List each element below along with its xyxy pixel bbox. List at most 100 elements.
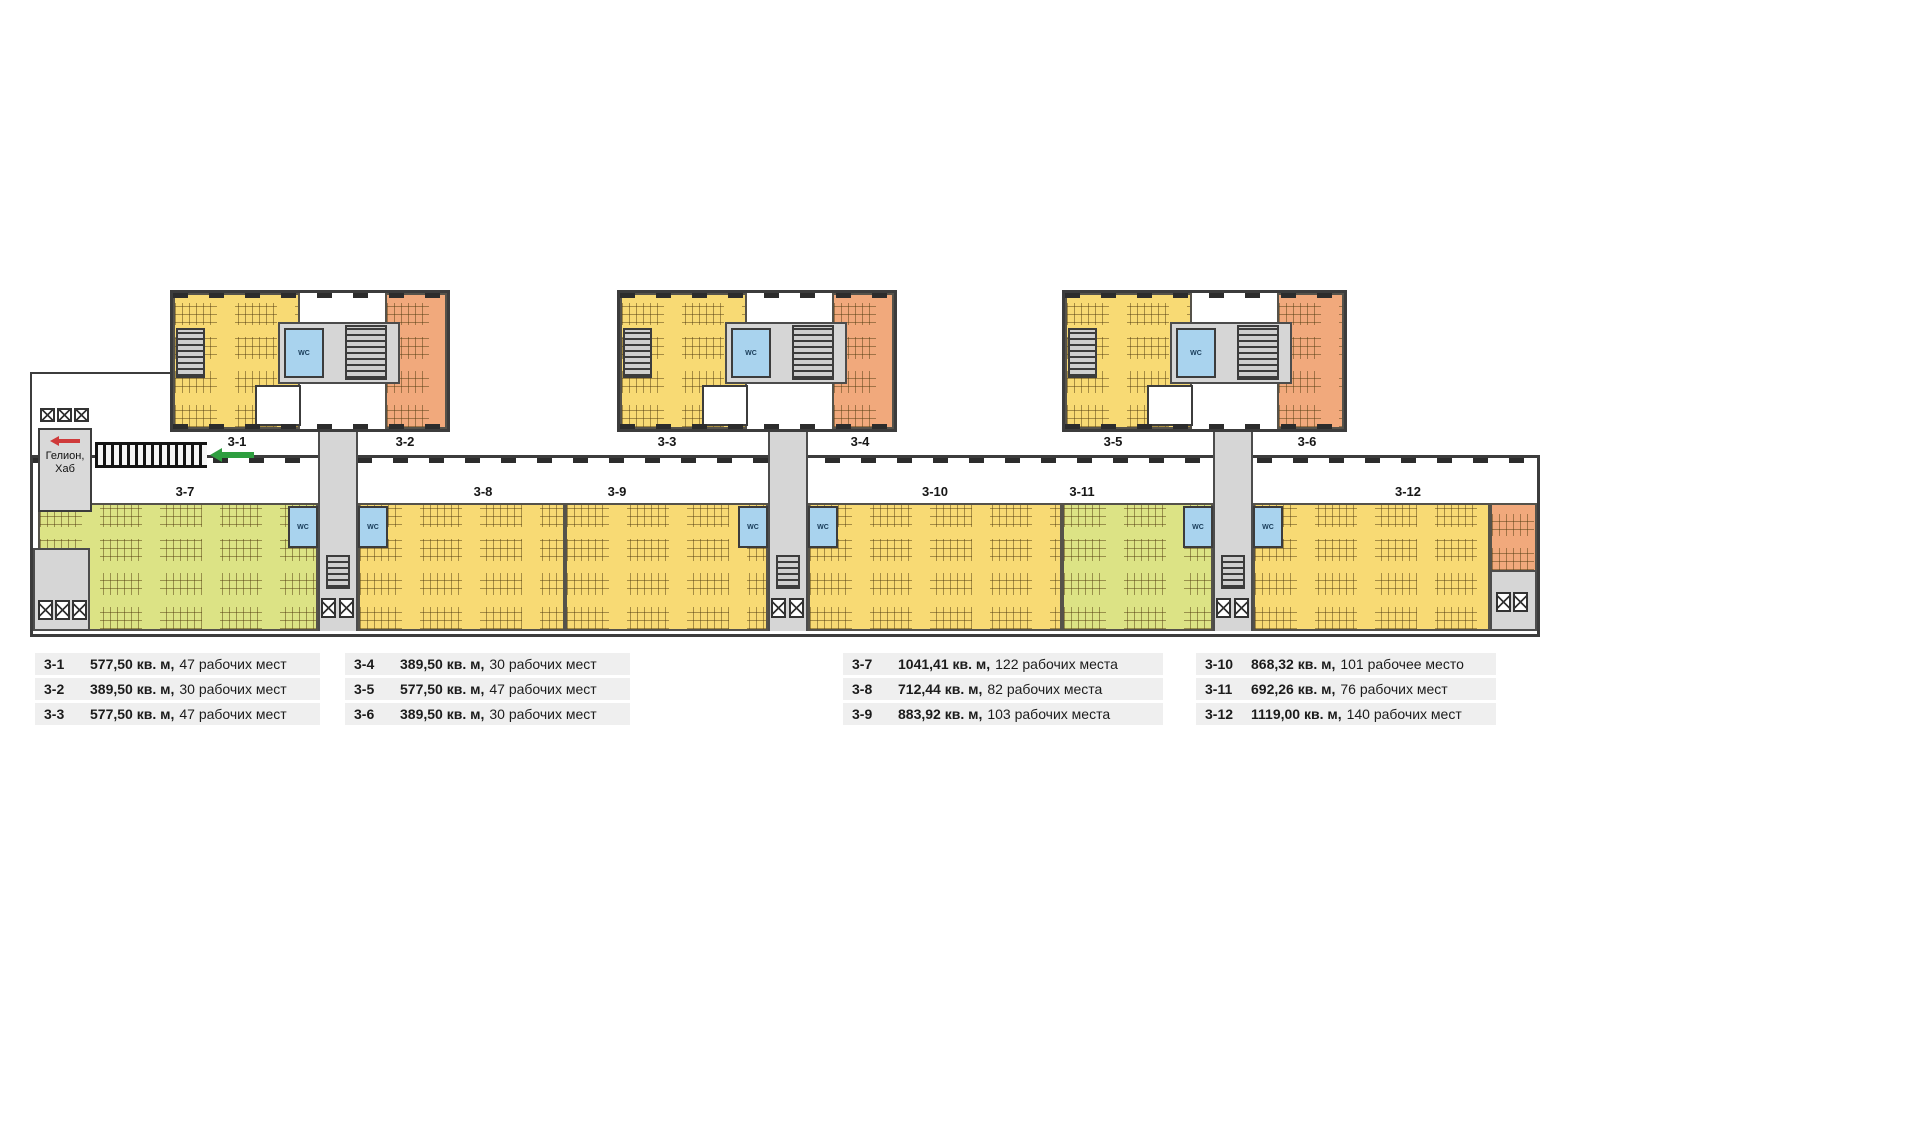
legend-unit-id: 3-5 bbox=[354, 681, 375, 697]
elevator-icon bbox=[40, 408, 55, 422]
legend-seats: 140 рабочих мест bbox=[1346, 706, 1462, 722]
wing-label-3-5: 3-5 bbox=[1103, 434, 1123, 449]
wing-a: WC bbox=[170, 290, 450, 432]
wing-label-3-2: 3-2 bbox=[395, 434, 415, 449]
section-label-3-11: 3-11 bbox=[1069, 484, 1095, 499]
facade-columns bbox=[173, 424, 447, 429]
railway-tracks bbox=[95, 442, 207, 468]
zone-3-10 bbox=[808, 503, 1062, 631]
wing-label-3-1: 3-1 bbox=[227, 434, 247, 449]
legend-row-3-2: 3-2 389,50 кв. м, 30 рабочих мест bbox=[35, 678, 320, 700]
wing-b: WC bbox=[617, 290, 897, 432]
elevator-icon bbox=[339, 598, 354, 618]
legend-unit-id: 3-10 bbox=[1205, 656, 1234, 672]
legend-seats: 47 рабочих мест bbox=[489, 681, 597, 697]
legend-unit-id: 3-7 bbox=[852, 656, 873, 672]
hub-room: Гелион, Хаб bbox=[38, 428, 92, 512]
wc-room: WC bbox=[1176, 328, 1216, 378]
legend-row-3-9: 3-9 883,92 кв. м, 103 рабочих места bbox=[843, 703, 1163, 725]
wing-label-3-6: 3-6 bbox=[1297, 434, 1317, 449]
legend-unit-id: 3-3 bbox=[44, 706, 65, 722]
legend-column-4: 3-10 868,32 кв. м, 101 рабочее место 3-1… bbox=[1196, 653, 1496, 728]
legend-row-3-12: 3-12 1119,00 кв. м, 140 рабочих мест bbox=[1196, 703, 1496, 725]
wing-c: WC bbox=[1062, 290, 1347, 432]
legend-area: 1119,00 кв. м, bbox=[1251, 706, 1342, 722]
connector-b bbox=[768, 428, 808, 462]
legend-column-2: 3-4 389,50 кв. м, 30 рабочих мест 3-5 57… bbox=[345, 653, 630, 728]
legend-area: 577,50 кв. м, bbox=[90, 656, 175, 672]
legend-row-3-6: 3-6 389,50 кв. м, 30 рабочих мест bbox=[345, 703, 630, 725]
legend-column-1: 3-1 577,50 кв. м, 47 рабочих мест 3-2 38… bbox=[35, 653, 320, 728]
elevator-icon bbox=[771, 598, 786, 618]
legend-row-3-5: 3-5 577,50 кв. м, 47 рабочих мест bbox=[345, 678, 630, 700]
stairs bbox=[1221, 555, 1245, 589]
legend-row-3-1: 3-1 577,50 кв. м, 47 рабочих мест bbox=[35, 653, 320, 675]
stairs bbox=[326, 555, 350, 589]
legend-row-3-11: 3-11 692,26 кв. м, 76 рабочих мест bbox=[1196, 678, 1496, 700]
stairs bbox=[1068, 328, 1097, 378]
legend-area: 868,32 кв. м, bbox=[1251, 656, 1336, 672]
legend-row-3-3: 3-3 577,50 кв. м, 47 рабочих мест bbox=[35, 703, 320, 725]
elevator-icon bbox=[321, 598, 336, 618]
section-label-3-8: 3-8 bbox=[473, 484, 493, 499]
wc-room: WC bbox=[731, 328, 771, 378]
legend-area: 389,50 кв. м, bbox=[90, 681, 175, 697]
legend-column-3: 3-7 1041,41 кв. м, 122 рабочих места 3-8… bbox=[843, 653, 1163, 728]
meeting-room bbox=[1147, 385, 1193, 426]
legend-seats: 47 рабочих мест bbox=[179, 706, 287, 722]
legend-unit-id: 3-8 bbox=[852, 681, 873, 697]
legend-unit-id: 3-11 bbox=[1205, 681, 1233, 697]
legend-row-3-10: 3-10 868,32 кв. м, 101 рабочее место bbox=[1196, 653, 1496, 675]
legend-seats: 82 рабочих места bbox=[987, 681, 1103, 697]
section-label-3-12: 3-12 bbox=[1394, 484, 1422, 499]
connector-c bbox=[1213, 428, 1253, 462]
zone-east-end bbox=[1490, 503, 1537, 572]
connector-a bbox=[318, 428, 358, 462]
legend-area: 577,50 кв. м, bbox=[90, 706, 175, 722]
section-label-3-9: 3-9 bbox=[607, 484, 627, 499]
red-arrow-icon bbox=[50, 436, 80, 446]
zone-3-11 bbox=[1062, 503, 1213, 631]
legend-seats: 47 рабочих мест bbox=[179, 656, 287, 672]
legend-seats: 122 рабочих места bbox=[995, 656, 1118, 672]
elevator-icon bbox=[1513, 592, 1528, 612]
stairs bbox=[776, 555, 800, 589]
meeting-room bbox=[255, 385, 301, 426]
facade-columns bbox=[620, 293, 894, 298]
legend-seats: 30 рабочих мест bbox=[489, 706, 597, 722]
legend-area: 1041,41 кв. м, bbox=[898, 656, 991, 672]
elevator-icon bbox=[74, 408, 89, 422]
legend-seats: 101 рабочее место bbox=[1340, 656, 1464, 672]
legend-row-3-7: 3-7 1041,41 кв. м, 122 рабочих места bbox=[843, 653, 1163, 675]
legend-unit-id: 3-6 bbox=[354, 706, 375, 722]
stairs bbox=[345, 325, 387, 380]
wc-room: WC bbox=[808, 506, 838, 548]
elevator-icon bbox=[72, 600, 87, 620]
stairs bbox=[1237, 325, 1279, 380]
stairs bbox=[623, 328, 652, 378]
facade-columns bbox=[620, 424, 894, 429]
legend-area: 389,50 кв. м, bbox=[400, 656, 485, 672]
legend-area: 692,26 кв. м, bbox=[1251, 681, 1336, 697]
section-label-3-7: 3-7 bbox=[175, 484, 195, 499]
wc-room: WC bbox=[358, 506, 388, 548]
elevator-icon bbox=[1216, 598, 1231, 618]
legend-area: 389,50 кв. м, bbox=[400, 706, 485, 722]
legend-seats: 30 рабочих мест bbox=[489, 656, 597, 672]
zone-3-12 bbox=[1253, 503, 1490, 631]
legend-unit-id: 3-1 bbox=[44, 656, 65, 672]
elevator-icon bbox=[55, 600, 70, 620]
wc-room: WC bbox=[1183, 506, 1213, 548]
legend-unit-id: 3-4 bbox=[354, 656, 375, 672]
facade-columns bbox=[1065, 293, 1344, 298]
elevator-icon bbox=[789, 598, 804, 618]
legend-unit-id: 3-2 bbox=[44, 681, 65, 697]
zone-3-8 bbox=[358, 503, 565, 631]
wing-label-3-4: 3-4 bbox=[850, 434, 870, 449]
legend-row-3-8: 3-8 712,44 кв. м, 82 рабочих места bbox=[843, 678, 1163, 700]
site-boundary bbox=[30, 372, 171, 458]
facade-columns bbox=[1065, 424, 1344, 429]
legend-area: 883,92 кв. м, bbox=[898, 706, 983, 722]
wc-room: WC bbox=[288, 506, 318, 548]
legend-unit-id: 3-9 bbox=[852, 706, 873, 722]
